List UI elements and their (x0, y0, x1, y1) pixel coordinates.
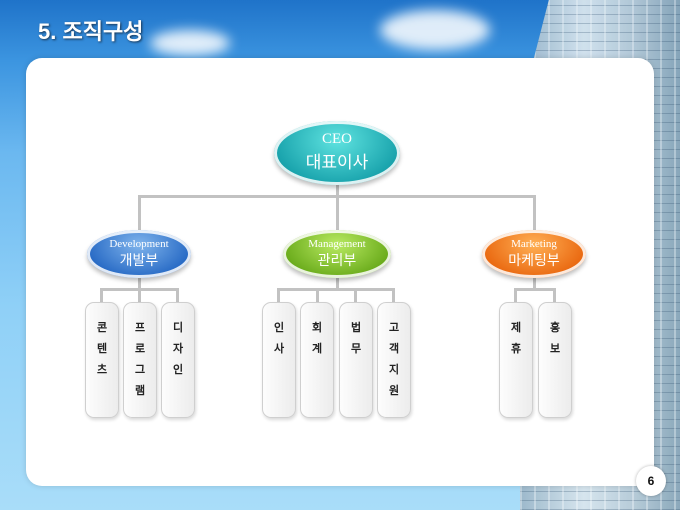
team-box-partnership: 제휴 (499, 302, 533, 418)
division-management-node: Management 관리부 (283, 230, 391, 278)
connector-line (553, 288, 556, 303)
page-number: 6 (636, 466, 666, 496)
connector-line (277, 288, 280, 303)
connector-line (138, 288, 141, 303)
connector-line (392, 288, 395, 303)
team-label: 홍보 (549, 321, 561, 355)
team-label: 고객지원 (388, 321, 400, 397)
team-label: 콘텐츠 (96, 321, 108, 376)
connector-line (354, 288, 357, 303)
connector-line (336, 184, 339, 196)
team-label: 프로그램 (134, 321, 146, 397)
slide-title: 5. 조직구성 (38, 19, 144, 44)
ceo-en-label: CEO (322, 131, 352, 147)
ceo-node: CEO 대표이사 (274, 121, 400, 185)
division-en-label: Development (109, 238, 169, 250)
team-label: 디자인 (172, 321, 184, 376)
team-box-legal: 법무 (339, 302, 373, 418)
team-label: 회계 (311, 321, 323, 355)
division-ko-label: 마케팅부 (508, 253, 560, 269)
connector-line (138, 278, 141, 290)
connector-line (336, 278, 339, 290)
ceo-ko-label: 대표이사 (305, 153, 369, 173)
team-label: 제휴 (510, 321, 522, 355)
team-box-contents: 콘텐츠 (85, 302, 119, 418)
connector-line (316, 288, 319, 303)
team-box-promotion: 홍보 (538, 302, 572, 418)
team-label: 법무 (350, 321, 362, 355)
division-development-node: Development 개발부 (87, 230, 191, 278)
division-ko-label: 개발부 (119, 253, 159, 269)
connector-line (138, 195, 141, 231)
division-ko-label: 관리부 (317, 253, 357, 269)
connector-line (176, 288, 179, 303)
connector-line (533, 195, 536, 231)
connector-line (514, 288, 517, 303)
division-en-label: Management (308, 238, 366, 250)
team-box-hr: 인사 (262, 302, 296, 418)
connector-line (514, 288, 555, 291)
division-en-label: Marketing (511, 238, 557, 250)
cloud-decoration (380, 10, 490, 50)
connector-line (277, 288, 394, 291)
connector-line (100, 288, 103, 303)
division-marketing-node: Marketing 마케팅부 (482, 230, 586, 278)
connector-line (533, 278, 536, 290)
team-box-program: 프로그램 (123, 302, 157, 418)
team-box-accounting: 회계 (300, 302, 334, 418)
cloud-decoration (150, 30, 230, 56)
team-label: 인사 (273, 321, 285, 355)
team-box-support: 고객지원 (377, 302, 411, 418)
connector-line (336, 195, 339, 231)
team-box-design: 디자인 (161, 302, 195, 418)
